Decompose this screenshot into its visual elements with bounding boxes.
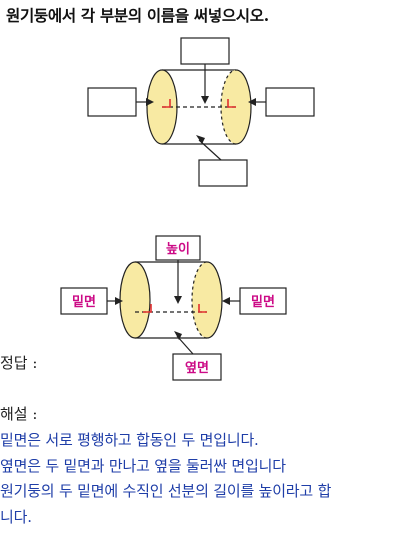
answer-right-base-face (192, 262, 222, 338)
answer-left-base-face (119, 261, 151, 339)
answer-cylinder-diagram: 높이 밑면 밑면 옆면 (60, 235, 287, 381)
right-angle-mark-right (227, 99, 236, 108)
answer-box-left[interactable] (87, 87, 137, 117)
explanation-label: 해설 : (0, 405, 38, 423)
answer-label: 정답 : (0, 354, 38, 372)
explanation-line: 원기둥의 두 밑면에 수직인 선분의 길이를 높이라고 합 (0, 482, 332, 500)
explanation-text: 밑면은 서로 평행하고 합동인 두 면입니다. 옆면은 두 밑면과 만나고 옆을… (0, 428, 400, 530)
right-angle-mark-left (162, 99, 171, 108)
answer-box-top[interactable] (180, 37, 230, 65)
lateral-face-label: 옆면 (185, 360, 209, 376)
answer-right-angle-mark-left (143, 304, 152, 313)
question-cylinder-diagram (87, 37, 315, 187)
answer-box-bottom[interactable] (198, 159, 248, 187)
explanation-line: 니다. (0, 507, 32, 526)
left-base-label-box (60, 287, 108, 315)
right-base-label: 밑면 (251, 294, 275, 310)
height-label: 높이 (166, 241, 190, 257)
height-label-box (155, 235, 201, 261)
answer-box-right[interactable] (265, 87, 315, 117)
left-base-label: 밑면 (72, 294, 96, 310)
explanation-line: 밑면은 서로 평행하고 합동인 두 면입니다. (0, 431, 259, 449)
right-base-label-box (239, 287, 287, 315)
question-text: 원기둥에서 각 부분의 이름을 써넣으시오. (6, 6, 269, 25)
answer-right-angle-mark-right (198, 304, 207, 313)
explanation-line: 옆면은 두 밑면과 만나고 옆을 둘러싼 면입니다 (0, 456, 286, 475)
lateral-face-label-box (172, 353, 222, 381)
